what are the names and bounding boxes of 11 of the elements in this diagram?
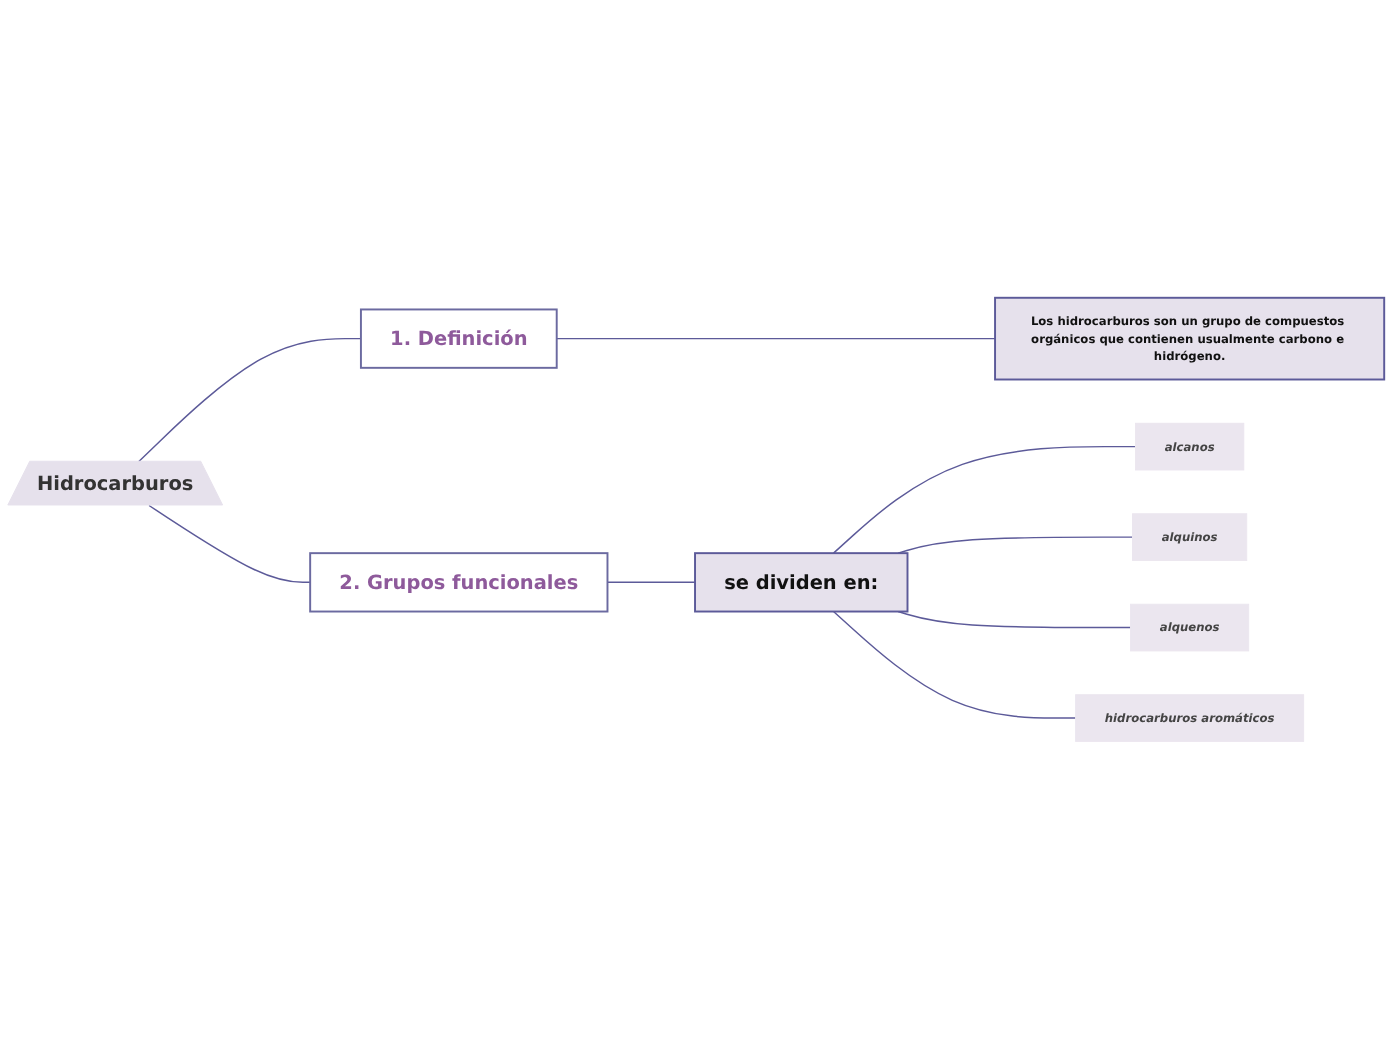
connector: [832, 611, 1077, 720]
connector: [897, 611, 1132, 629]
connector: [556, 338, 996, 340]
node-box: 2. Grupos funcionales: [309, 552, 609, 613]
node-box: 1. Definición: [359, 308, 558, 370]
connector: [137, 338, 362, 463]
connector: [606, 582, 696, 584]
connector: [148, 505, 311, 584]
node-box: se dividen en:: [694, 552, 909, 613]
connector: [897, 536, 1134, 555]
connector: [832, 446, 1137, 555]
